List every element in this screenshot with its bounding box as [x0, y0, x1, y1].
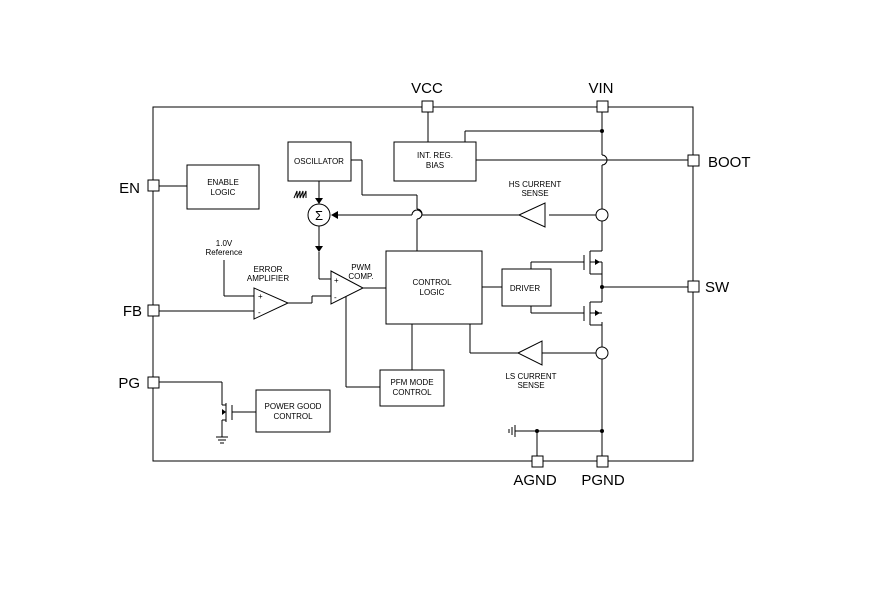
error-amp-plus: +	[258, 292, 263, 301]
pin-vcc: VCC	[411, 80, 443, 113]
pin-pg: PG	[118, 375, 160, 392]
pin-fb-label: FB	[123, 303, 142, 320]
wires	[159, 112, 688, 456]
pfm-mode-control-block: PFM MODE CONTROL	[379, 369, 445, 407]
ls-sense-label-1: LS CURRENT	[505, 372, 556, 381]
reference-label: 1.0V Reference	[206, 239, 243, 257]
enable-logic-block: ENABLE LOGIC	[186, 164, 260, 210]
error-amplifier: + - ERROR AMPLIFIER	[247, 265, 289, 320]
pwm-comparator: + - PWM COMP.	[330, 263, 374, 305]
ls-current-sense: LS CURRENT SENSE	[505, 340, 609, 390]
pwm-comp-label-2: COMP.	[348, 272, 373, 281]
pfm-label-2: CONTROL	[392, 388, 432, 397]
summing-junction: Σ	[307, 203, 331, 227]
high-side-mosfet-icon	[583, 250, 603, 287]
ls-sense-label-2: SENSE	[517, 381, 544, 390]
pin-pgnd: PGND	[581, 455, 625, 489]
hs-sense-label-2: SENSE	[521, 189, 548, 198]
hs-current-sense: HS CURRENT SENSE	[509, 180, 609, 228]
pwm-comp-plus: +	[334, 276, 339, 285]
signal-ground-icon	[508, 425, 516, 437]
pin-sw-label: SW	[705, 279, 730, 296]
int-reg-label-2: BIAS	[426, 161, 444, 170]
enable-logic-label-2: LOGIC	[211, 188, 236, 197]
pg-mosfet-icon	[222, 403, 233, 422]
pin-pg-label: PG	[118, 375, 140, 392]
pin-en: EN	[119, 179, 160, 197]
reference-label-2: Reference	[206, 248, 243, 257]
int-reg-label-1: INT. REG.	[417, 151, 453, 160]
pin-boot: BOOT	[687, 154, 751, 171]
pin-vin: VIN	[588, 80, 614, 113]
pin-vin-label: VIN	[588, 80, 613, 97]
driver-block: DRIVER	[501, 268, 552, 307]
driver-label: DRIVER	[510, 284, 540, 293]
control-logic-block: CONTROL LOGIC	[385, 250, 483, 325]
int-reg-bias-block: INT. REG. BIAS	[393, 141, 477, 182]
pin-vcc-label: VCC	[411, 80, 443, 97]
pin-pgnd-label: PGND	[581, 472, 625, 489]
power-good-control-block: POWER GOOD CONTROL	[255, 389, 331, 433]
low-side-mosfet-icon	[583, 287, 603, 326]
pin-fb: FB	[123, 303, 160, 320]
power-good-label-2: CONTROL	[273, 412, 313, 421]
summer-symbol: Σ	[315, 208, 323, 223]
control-logic-label-2: LOGIC	[420, 288, 445, 297]
ground-icon	[216, 436, 228, 444]
ramp-waveform-icon	[293, 190, 307, 199]
error-amp-label-1: ERROR	[254, 265, 283, 274]
hs-sense-label-1: HS CURRENT	[509, 180, 562, 189]
pfm-label-1: PFM MODE	[390, 378, 433, 387]
pin-en-label: EN	[119, 180, 140, 197]
pin-sw: SW	[687, 279, 730, 296]
oscillator-label: OSCILLATOR	[294, 157, 344, 166]
error-amp-label-2: AMPLIFIER	[247, 274, 289, 283]
error-amp-minus: -	[258, 308, 261, 317]
enable-logic-label-1: ENABLE	[207, 178, 239, 187]
reference-label-1: 1.0V	[216, 239, 233, 248]
oscillator-block: OSCILLATOR	[287, 141, 352, 182]
power-good-label-1: POWER GOOD	[265, 402, 322, 411]
control-logic-label-1: CONTROL	[412, 278, 452, 287]
pwm-comp-minus: -	[334, 293, 337, 302]
pin-agnd-label: AGND	[513, 472, 557, 489]
pwm-comp-label-1: PWM	[351, 263, 371, 272]
pin-agnd: AGND	[513, 455, 557, 489]
pin-boot-label: BOOT	[708, 154, 751, 171]
